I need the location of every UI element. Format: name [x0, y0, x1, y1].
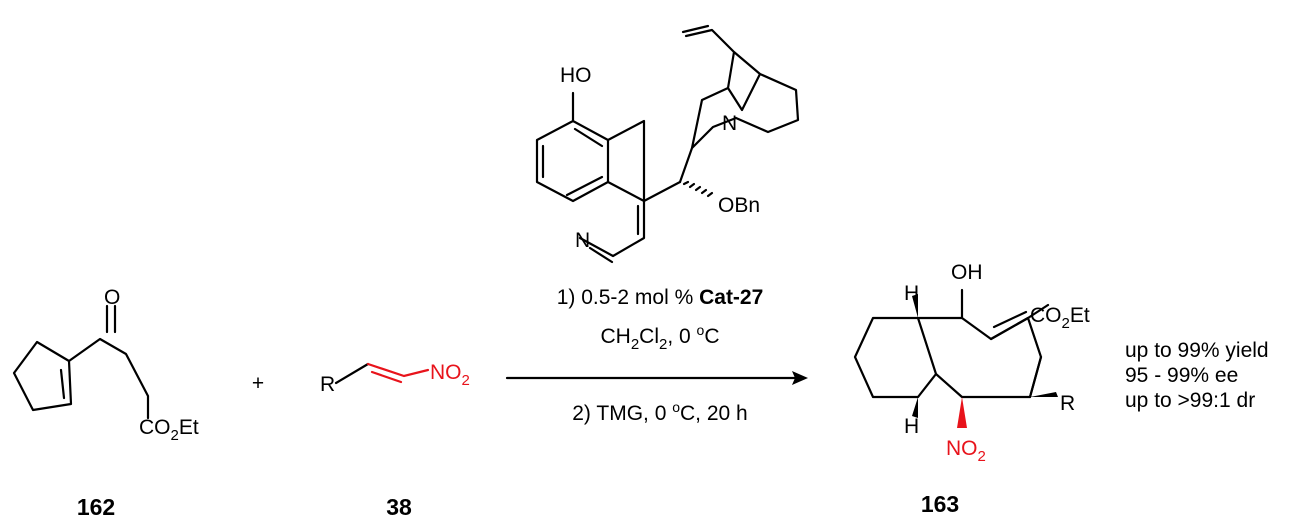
catalyst-bridge-nitrogen: N [722, 112, 737, 135]
nitro-label: NO2 [430, 361, 470, 389]
catalyst-ether: OBn [718, 194, 760, 217]
compound-number-38: 38 [386, 494, 412, 520]
catalyst-hydroxyl: HO [560, 64, 592, 87]
product-r-group: R [1060, 392, 1075, 415]
catalyst-structure: HO N N OBn [535, 24, 800, 264]
step-1-text: 1) 0.5-2 mol % Cat-27 [557, 286, 764, 309]
r-group: R [320, 373, 335, 396]
step-2-text: 2) TMG, 0 oC, 20 h [572, 399, 747, 425]
reaction-conditions: 1) 0.5-2 mol % Cat-27 CH2Cl2, 0 oC 2) TM… [505, 286, 808, 425]
compound-38: R NO2 38 [320, 361, 470, 520]
results-list: up to 99% yield 95 - 99% ee up to >99:1 … [1125, 339, 1269, 412]
result-ee: 95 - 99% ee [1125, 364, 1238, 387]
product-h-top: H [904, 282, 919, 305]
solvent-text: CH2Cl2, 0 oC [600, 322, 719, 353]
compound-number-162: 162 [77, 494, 115, 520]
product-hydroxyl: OH [951, 261, 983, 284]
product-h-bottom: H [904, 415, 919, 438]
product-nitro: NO2 [946, 437, 986, 465]
compound-number-163: 163 [921, 491, 959, 517]
ester-label: CO2Et [139, 416, 199, 444]
product-ester: CO2Et [1030, 304, 1090, 332]
plus-sign: + [252, 372, 264, 395]
result-yield: up to 99% yield [1125, 339, 1269, 362]
ketone-oxygen: O [104, 286, 120, 309]
compound-162: O CO2Et 162 [12, 286, 199, 520]
compound-163: OH CO2Et R NO2 H H 163 [853, 261, 1090, 517]
result-dr: up to >99:1 dr [1125, 389, 1255, 412]
catalyst-ring-nitrogen: N [575, 229, 590, 252]
